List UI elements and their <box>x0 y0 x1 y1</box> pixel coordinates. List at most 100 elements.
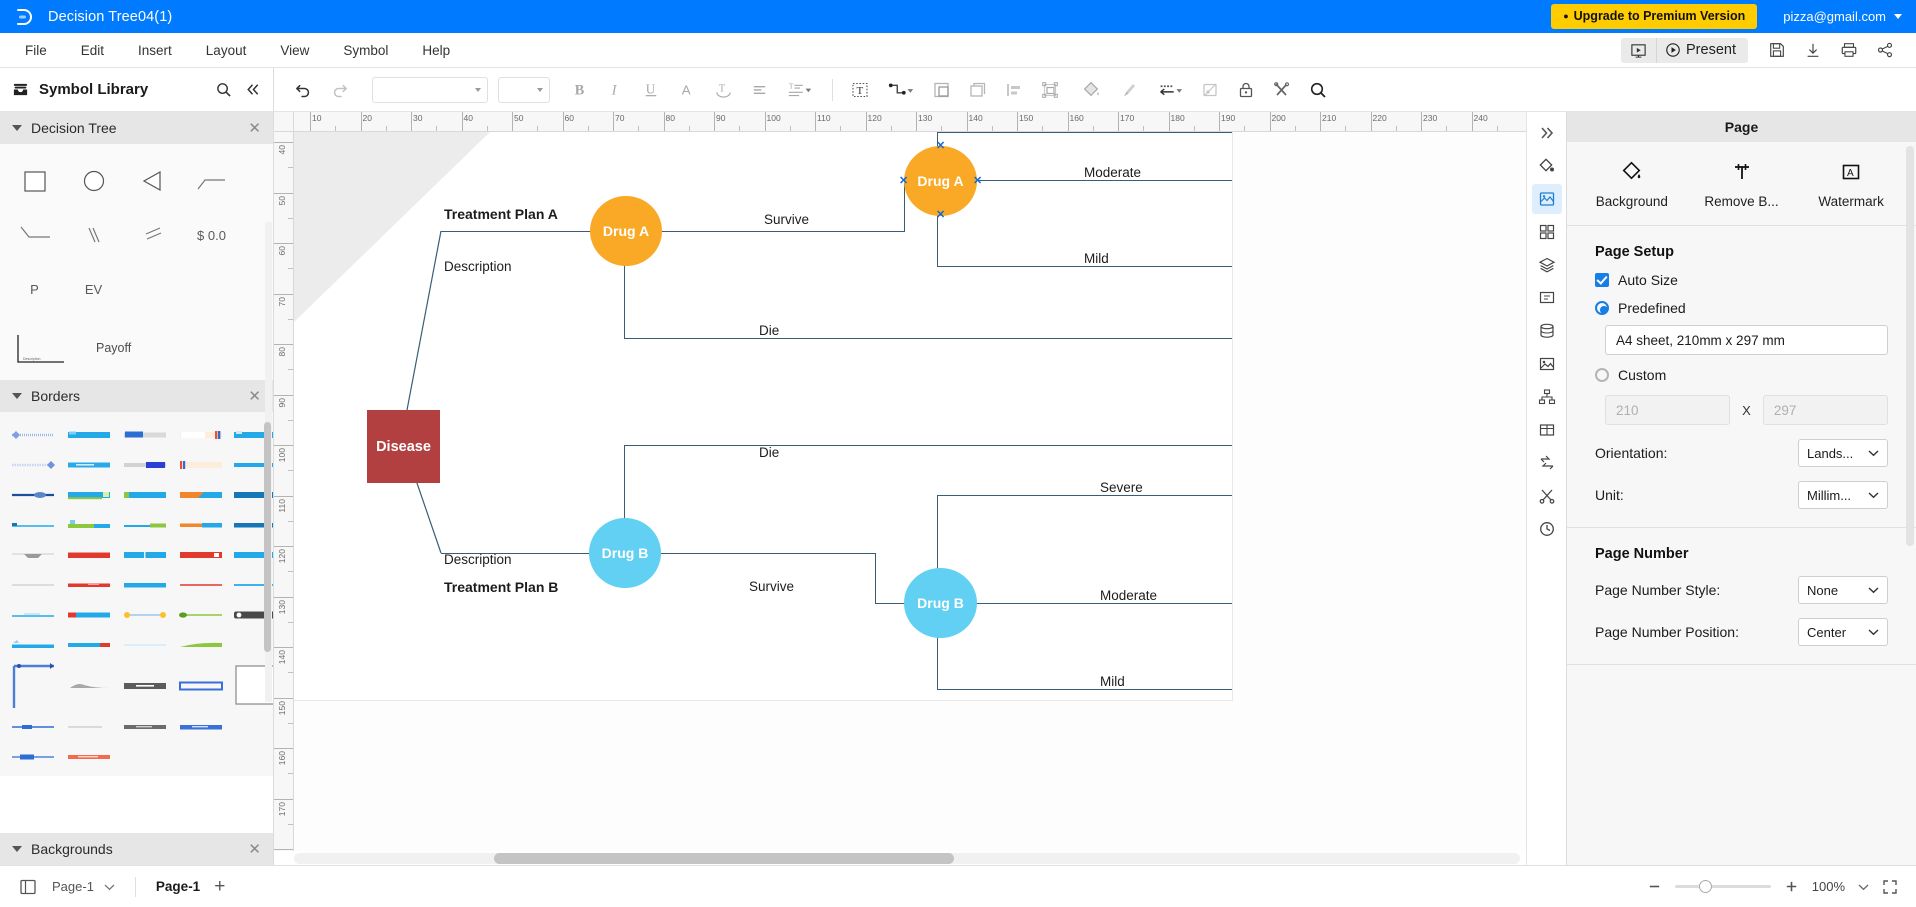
border-swatch[interactable] <box>234 602 273 628</box>
border-swatch[interactable] <box>234 572 273 598</box>
border-swatch[interactable] <box>122 452 168 478</box>
search-icon[interactable] <box>215 81 232 98</box>
node-disease[interactable]: Disease <box>367 410 440 483</box>
zoom-percentage[interactable]: 100% <box>1811 879 1845 894</box>
fullscreen-icon[interactable] <box>1882 879 1898 895</box>
symbol-payoff-label[interactable]: Payoff <box>96 341 132 355</box>
underline-button[interactable]: U <box>634 75 668 105</box>
border-swatch[interactable] <box>122 744 168 770</box>
background-tool-button[interactable]: Background <box>1577 160 1687 209</box>
border-swatch[interactable] <box>66 512 112 538</box>
data-icon[interactable] <box>1532 316 1562 346</box>
library-scrollbar-thumb[interactable] <box>264 422 271 652</box>
layer-button[interactable] <box>961 75 995 105</box>
group-button[interactable] <box>925 75 959 105</box>
shapes-icon[interactable] <box>1532 217 1562 247</box>
fill-icon[interactable] <box>1532 151 1562 181</box>
remove-background-tool-button[interactable]: Remove B... <box>1687 160 1797 209</box>
border-swatch[interactable] <box>122 572 168 598</box>
selection-handle-top[interactable]: ✕ <box>936 140 946 152</box>
close-icon[interactable]: ✕ <box>248 119 261 137</box>
border-swatch[interactable] <box>122 512 168 538</box>
history-icon[interactable] <box>1532 514 1562 544</box>
symbol-double-slash[interactable] <box>69 210 118 260</box>
selection-handle-left[interactable]: ✕ <box>899 175 909 187</box>
symbol-expected-value[interactable]: EV <box>69 264 118 314</box>
fill-bucket-button[interactable] <box>1075 75 1109 105</box>
border-swatch[interactable] <box>66 602 112 628</box>
chevron-down-icon[interactable] <box>1858 883 1869 891</box>
border-swatch[interactable] <box>234 744 273 770</box>
line-spacing-button[interactable]: T <box>778 75 822 105</box>
brush-button[interactable] <box>1111 75 1145 105</box>
menu-file[interactable]: File <box>25 42 47 58</box>
tools-icon[interactable] <box>1265 75 1299 105</box>
font-color-button[interactable]: A <box>670 75 704 105</box>
panel-scrollbar[interactable] <box>1906 146 1914 546</box>
border-swatch[interactable] <box>234 512 273 538</box>
arrange-button[interactable] <box>1033 75 1067 105</box>
text-effect-button[interactable]: T <box>706 75 740 105</box>
menu-view[interactable]: View <box>280 42 310 58</box>
symbol-triangle-left[interactable] <box>128 156 177 206</box>
section-header-borders[interactable]: Borders ✕ <box>0 380 273 412</box>
zoom-in-button[interactable] <box>1784 879 1799 894</box>
symbol-double-slash-2[interactable] <box>128 210 177 260</box>
symbol-circle[interactable] <box>69 156 118 206</box>
symbol-probability[interactable]: P <box>10 264 59 314</box>
page-tab-page-1[interactable]: Page-1 <box>155 879 201 894</box>
close-icon[interactable]: ✕ <box>248 387 261 405</box>
border-swatch[interactable] <box>10 422 56 448</box>
section-header-backgrounds[interactable]: Backgrounds ✕ <box>0 833 273 865</box>
zoom-slider[interactable] <box>1674 880 1771 893</box>
save-icon[interactable] <box>1760 35 1794 65</box>
node-drug-b-1[interactable]: Drug B <box>589 518 661 588</box>
border-swatch[interactable] <box>122 673 168 699</box>
border-swatch[interactable] <box>234 422 273 448</box>
border-swatch[interactable] <box>122 602 168 628</box>
border-swatch[interactable] <box>66 422 112 448</box>
menu-symbol[interactable]: Symbol <box>343 42 389 58</box>
symbol-square[interactable] <box>10 156 59 206</box>
collapse-left-icon[interactable] <box>244 81 261 98</box>
hscroll-thumb[interactable] <box>494 852 954 864</box>
custom-radio[interactable] <box>1595 368 1609 382</box>
border-swatch[interactable] <box>10 714 56 740</box>
border-swatch[interactable] <box>178 452 224 478</box>
node-drug-a-1[interactable]: Drug A <box>590 196 662 266</box>
symbol-polyline[interactable] <box>187 156 236 206</box>
library-scrollbar[interactable] <box>264 222 272 702</box>
undo-icon[interactable] <box>286 75 320 105</box>
border-swatch[interactable] <box>66 632 112 658</box>
selection-handle-right[interactable]: ✕ <box>973 175 983 187</box>
border-swatch[interactable] <box>10 512 56 538</box>
page-number-style-select[interactable]: None <box>1798 576 1888 604</box>
predefined-row[interactable]: Predefined <box>1567 288 1916 316</box>
connector-button[interactable] <box>879 75 923 105</box>
border-swatch[interactable] <box>66 744 112 770</box>
redo-icon[interactable] <box>322 75 356 105</box>
font-size-select[interactable] <box>498 76 550 103</box>
border-swatch[interactable] <box>178 542 224 568</box>
upgrade-to-premium-button[interactable]: ● Upgrade to Premium Version <box>1551 4 1758 29</box>
search-icon[interactable] <box>1301 75 1335 105</box>
border-swatch[interactable] <box>66 482 112 508</box>
border-swatch[interactable] <box>10 602 56 628</box>
predefined-size-select[interactable]: A4 sheet, 210mm x 297 mm <box>1605 325 1888 355</box>
border-swatch[interactable] <box>66 673 112 699</box>
bold-button[interactable]: B <box>562 75 596 105</box>
align-objects-button[interactable] <box>997 75 1031 105</box>
line-style-button[interactable] <box>1147 75 1191 105</box>
section-header-decision-tree[interactable]: Decision Tree ✕ <box>0 112 273 144</box>
border-swatch[interactable] <box>66 572 112 598</box>
menu-layout[interactable]: Layout <box>205 42 247 58</box>
menu-help[interactable]: Help <box>422 42 451 58</box>
border-swatch[interactable] <box>66 542 112 568</box>
border-swatch[interactable] <box>10 452 56 478</box>
symbol-polyline-2[interactable] <box>10 210 59 260</box>
border-swatch[interactable] <box>178 632 224 658</box>
border-swatch[interactable] <box>178 572 224 598</box>
border-swatch[interactable] <box>122 422 168 448</box>
page-panel-icon[interactable] <box>18 877 38 897</box>
